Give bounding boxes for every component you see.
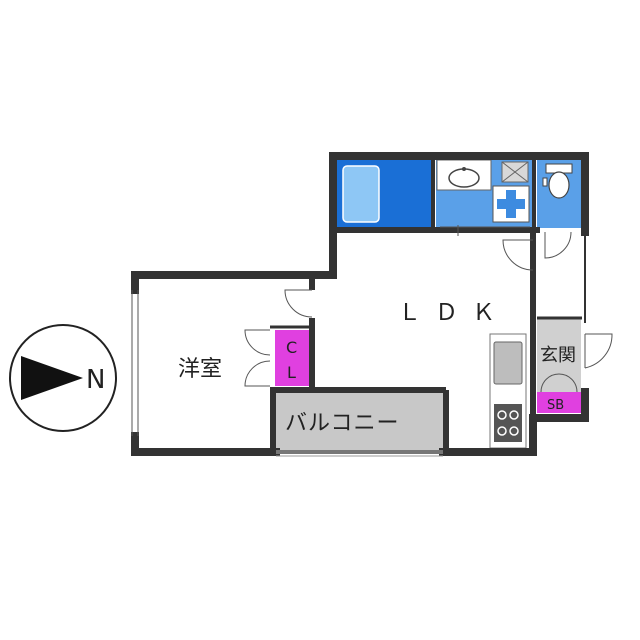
- north-label: N: [86, 365, 105, 395]
- closet: [275, 330, 310, 386]
- north-arrow-icon: [21, 356, 83, 400]
- entrance-floor: [537, 318, 581, 392]
- bathtub: [342, 165, 380, 223]
- balcony-label: バルコニー: [285, 411, 400, 436]
- compass: N: [9, 324, 117, 432]
- balcony-area: [276, 392, 443, 452]
- closet-label-c: C: [286, 338, 297, 357]
- toilet-bowl-icon: [548, 171, 570, 199]
- closet-label-l: L: [287, 363, 296, 382]
- western-room-label: 洋室: [178, 357, 222, 382]
- kitchen-sink-icon: [493, 341, 523, 385]
- window-west: [131, 290, 139, 436]
- entrance-label: 玄関: [540, 345, 576, 366]
- doors: [244, 225, 613, 393]
- ldk-label: ＬＤＫ: [398, 300, 509, 326]
- interior-walls: [270, 156, 582, 452]
- faucet: [462, 167, 466, 171]
- sink-basin: [448, 168, 480, 188]
- shoe-box-label: SB: [547, 398, 564, 413]
- shoe-box: [537, 392, 581, 413]
- walls: [131, 152, 589, 456]
- stove-icon: [494, 404, 522, 442]
